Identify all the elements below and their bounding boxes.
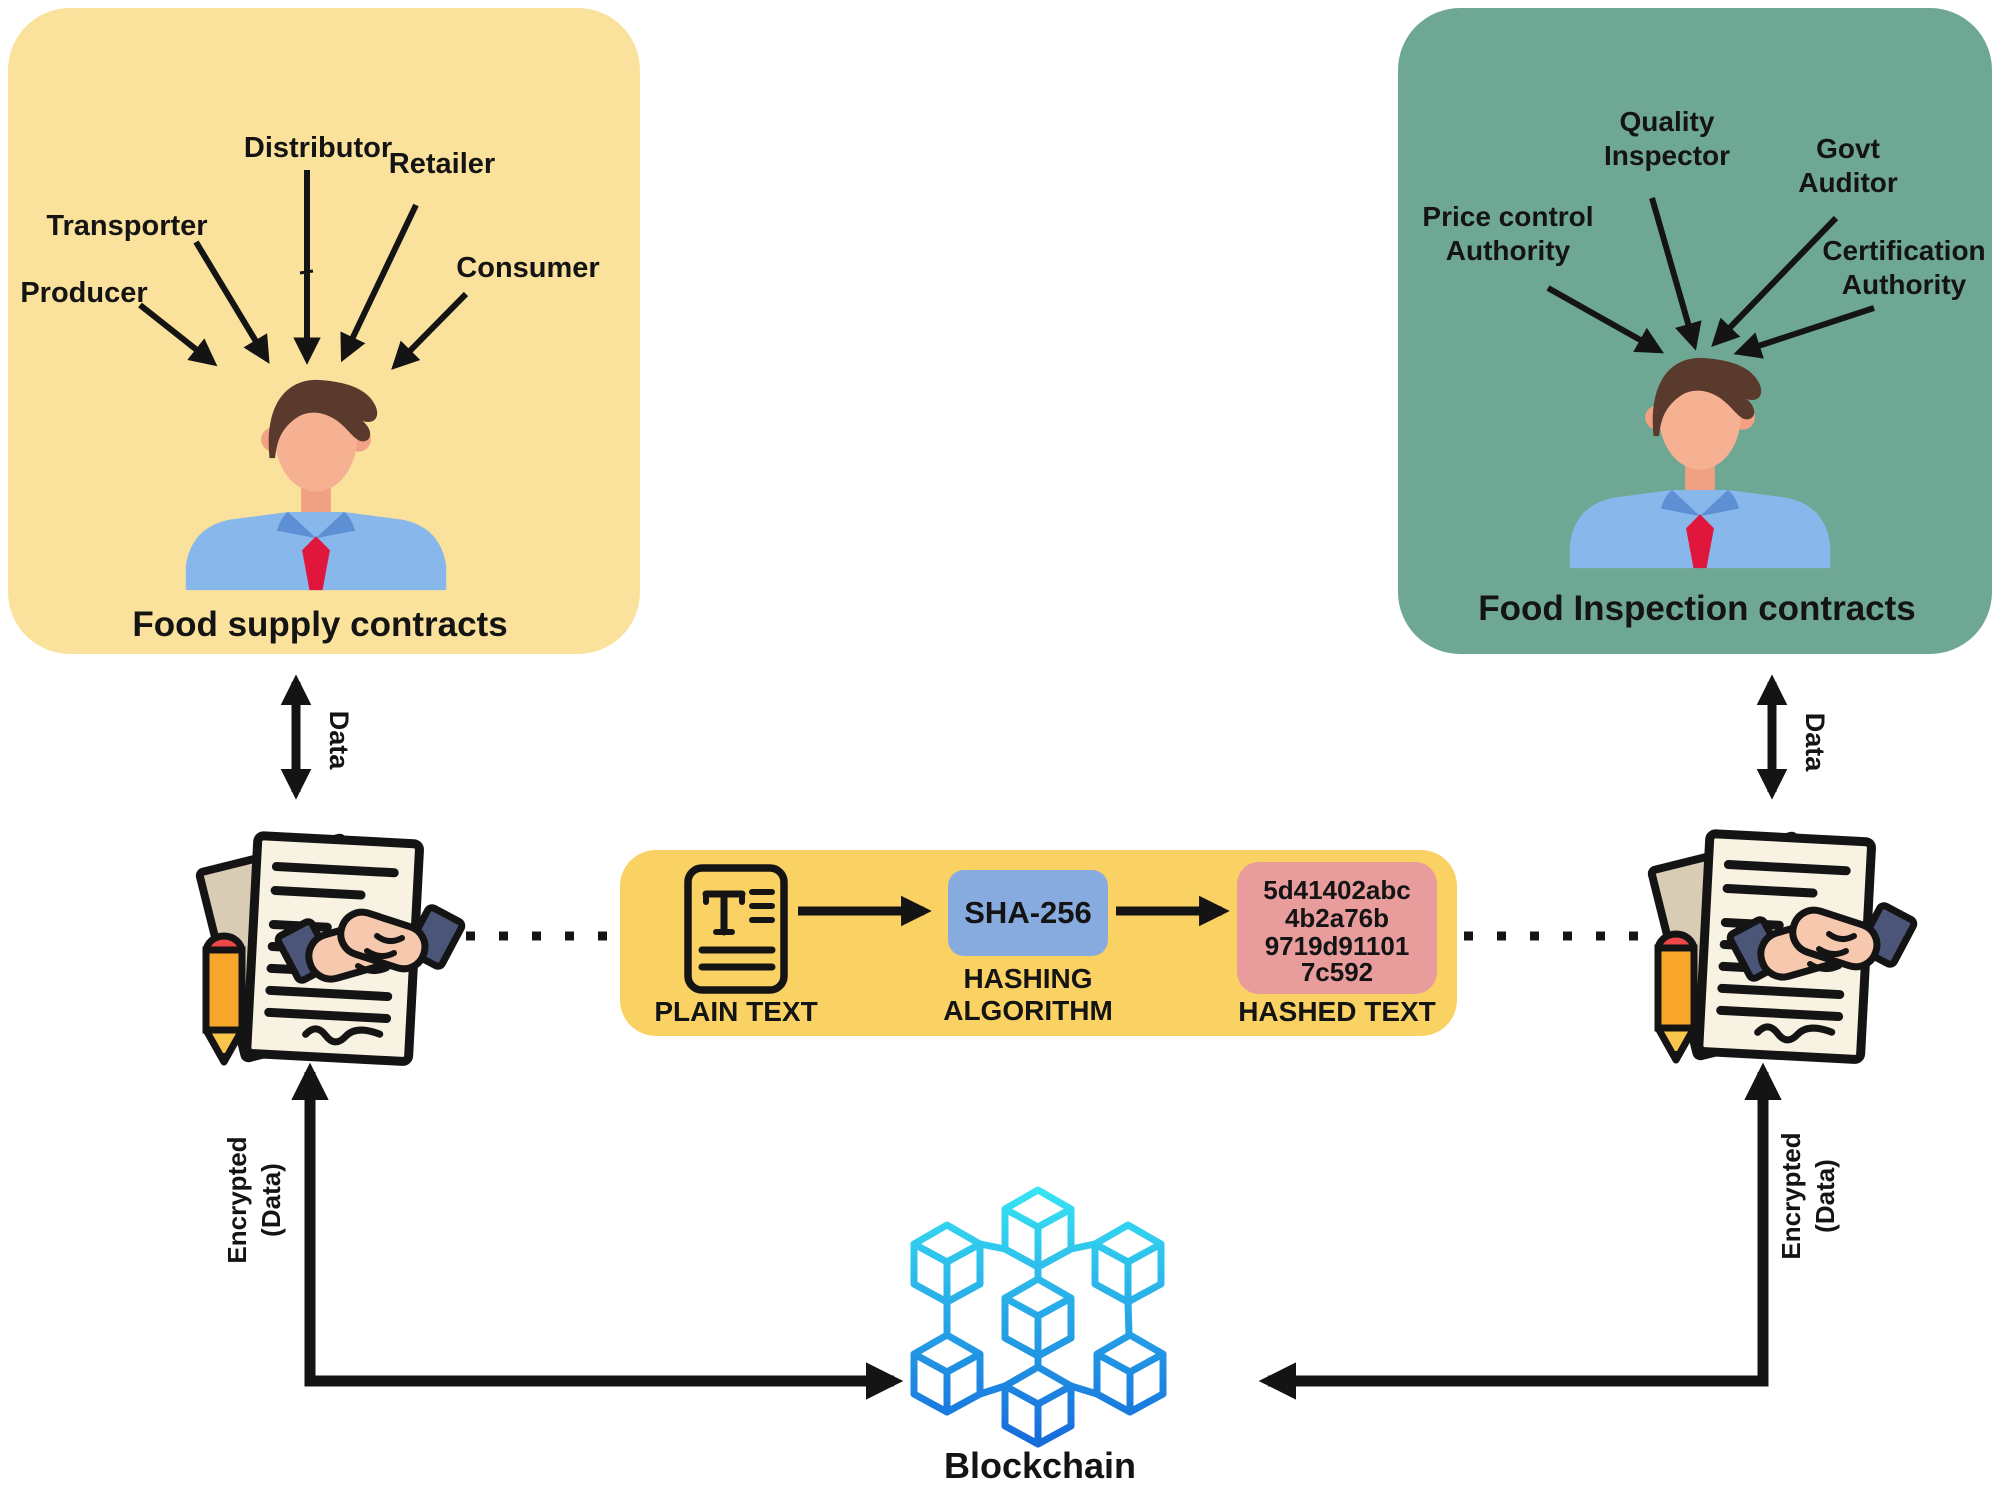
stakeholder-label-certification-2: Authority [1842, 269, 1967, 300]
hashing-algorithm-label-1: HASHING [963, 963, 1092, 994]
hashed-text-box [1237, 862, 1437, 994]
stakeholder-label-price-control-1: Price control [1422, 201, 1593, 232]
stakeholder-label-distributor: Distributor [244, 132, 392, 164]
hash-value-line-1: 5d41402abc [1263, 875, 1410, 905]
sha256-label: SHA-256 [964, 895, 1092, 930]
data-exchange-left: Data [280, 674, 354, 800]
hashing-panel: PLAIN TEXT SHA-256 HASHING ALGORITHM 5d4… [620, 850, 1457, 1036]
encrypted-flow-right: Encrypted (Data) [1258, 1062, 1840, 1400]
arrow-quality [1649, 197, 1702, 351]
cube-icon [910, 1331, 984, 1416]
stakeholder-label-price-control-2: Authority [1446, 235, 1571, 266]
stakeholder-label-quality-1: Quality [1620, 106, 1715, 137]
encrypted-data-arrow [291, 1062, 904, 1400]
hashed-text-label: HASHED TEXT [1238, 996, 1436, 1027]
svg-text:Encrypted: Encrypted [1776, 1132, 1806, 1259]
data-label: Data [324, 711, 354, 771]
blockchain-label: Blockchain [944, 1445, 1136, 1486]
stakeholder-arrows [138, 170, 469, 370]
hashing-algorithm-label-2: ALGORITHM [943, 995, 1113, 1026]
arrow-consumer [391, 291, 469, 370]
supply-box-title: Food supply contracts [132, 605, 507, 644]
stakeholder-label-certification-1: Certification [1822, 235, 1985, 266]
hash-value-line-2: 4b2a76b [1285, 903, 1389, 933]
svg-text:Encrypted: Encrypted [222, 1136, 252, 1263]
svg-text:(Data): (Data) [256, 1163, 286, 1237]
data-exchange-right: Data [1756, 674, 1830, 800]
stakeholder-label-govt-2: Auditor [1798, 167, 1898, 198]
hash-value-line-4: 7c592 [1301, 957, 1373, 987]
arrow-transporter [193, 240, 270, 364]
cube-icon [1091, 1221, 1165, 1306]
inspection-box-title: Food Inspection contracts [1478, 589, 1916, 628]
encrypted-flow-left: Encrypted (Data) [222, 1062, 904, 1400]
stakeholder-label-consumer: Consumer [456, 252, 599, 284]
arrow-certification [1733, 305, 1875, 359]
cube-icon [910, 1221, 984, 1306]
arrow-tick [299, 269, 314, 275]
contract-icon-left [199, 836, 464, 1062]
cube-icon [1001, 1186, 1075, 1271]
encrypted-data-label: Encrypted (Data) [1776, 1132, 1840, 1259]
sha256-box [948, 870, 1108, 956]
food-supply-box: Producer Transporter Distributor Retaile… [8, 8, 640, 654]
data-label: Data [1800, 713, 1830, 773]
inspector-arrows [1546, 197, 1875, 359]
stakeholder-label-producer: Producer [20, 277, 147, 309]
plain-text-label: PLAIN TEXT [654, 996, 817, 1027]
cube-icon [1001, 1275, 1075, 1360]
arrow-producer [138, 302, 218, 367]
food-inspection-box: Price control Authority Quality Inspecto… [1398, 8, 1992, 654]
arrow-retailer [340, 203, 419, 363]
hash-value-line-3: 9719d91101 [1265, 931, 1410, 961]
arrow-price-control [1546, 285, 1665, 354]
blockchain-icon [910, 1186, 1167, 1448]
svg-text:(Data): (Data) [1810, 1159, 1840, 1233]
encrypted-data-label: Encrypted (Data) [222, 1136, 286, 1263]
plain-text-icon [684, 864, 788, 994]
arrow-govt [1711, 215, 1839, 347]
cube-icon [1001, 1363, 1075, 1448]
stakeholder-label-quality-2: Inspector [1604, 140, 1730, 171]
stakeholder-label-retailer: Retailer [389, 148, 495, 180]
stakeholder-label-transporter: Transporter [46, 210, 207, 242]
cube-icon [1093, 1331, 1167, 1416]
contract-icon-right [1651, 834, 1916, 1060]
encrypted-data-arrow [1258, 1062, 1782, 1400]
stakeholder-label-govt-1: Govt [1816, 133, 1880, 164]
